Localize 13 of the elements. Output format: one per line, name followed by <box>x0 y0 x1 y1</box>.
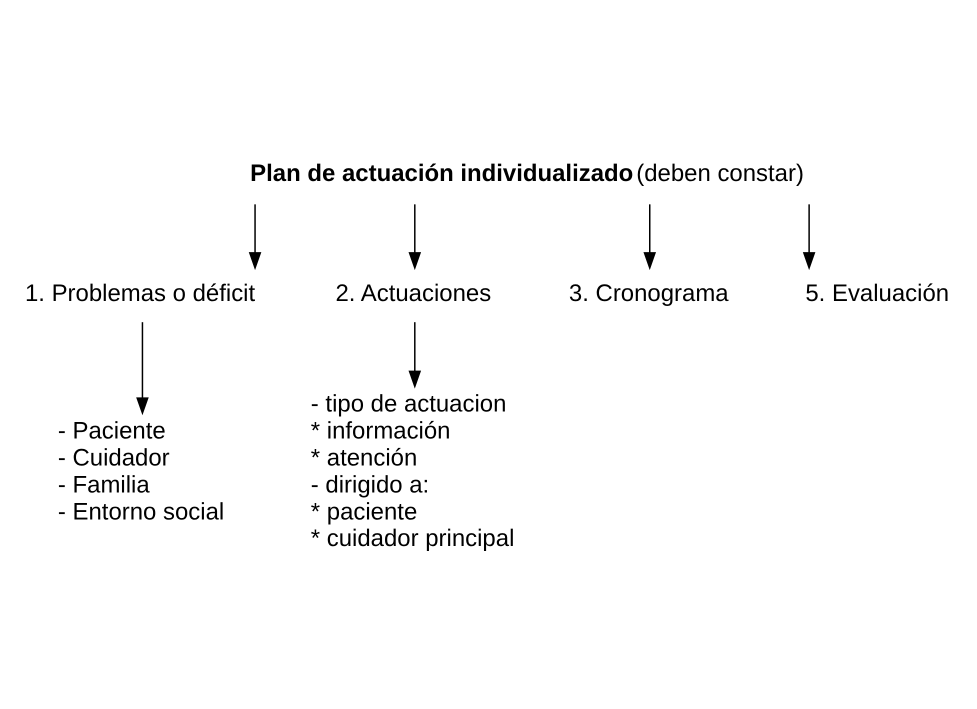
arrow <box>643 204 656 270</box>
node-text: Plan de actuación individualizado(deben constar) <box>250 160 804 187</box>
node-text: 3. Cronograma <box>568 279 729 306</box>
arrow <box>136 322 149 415</box>
arrow <box>802 204 816 270</box>
node-text: 5. Evaluación <box>805 279 950 306</box>
arrow <box>248 204 262 270</box>
node-text: - Paciente - Cuidador - Familia - Entorno social <box>58 417 224 525</box>
arrow <box>408 204 422 270</box>
node-text: 1. Problemas o déficit <box>24 279 256 306</box>
arrow <box>408 322 422 388</box>
node-text: - tipo de actuacion * información * atención - dirigido a: * paciente * cuidador principal <box>310 390 514 552</box>
node-text: 2. Actuaciones <box>335 279 492 306</box>
